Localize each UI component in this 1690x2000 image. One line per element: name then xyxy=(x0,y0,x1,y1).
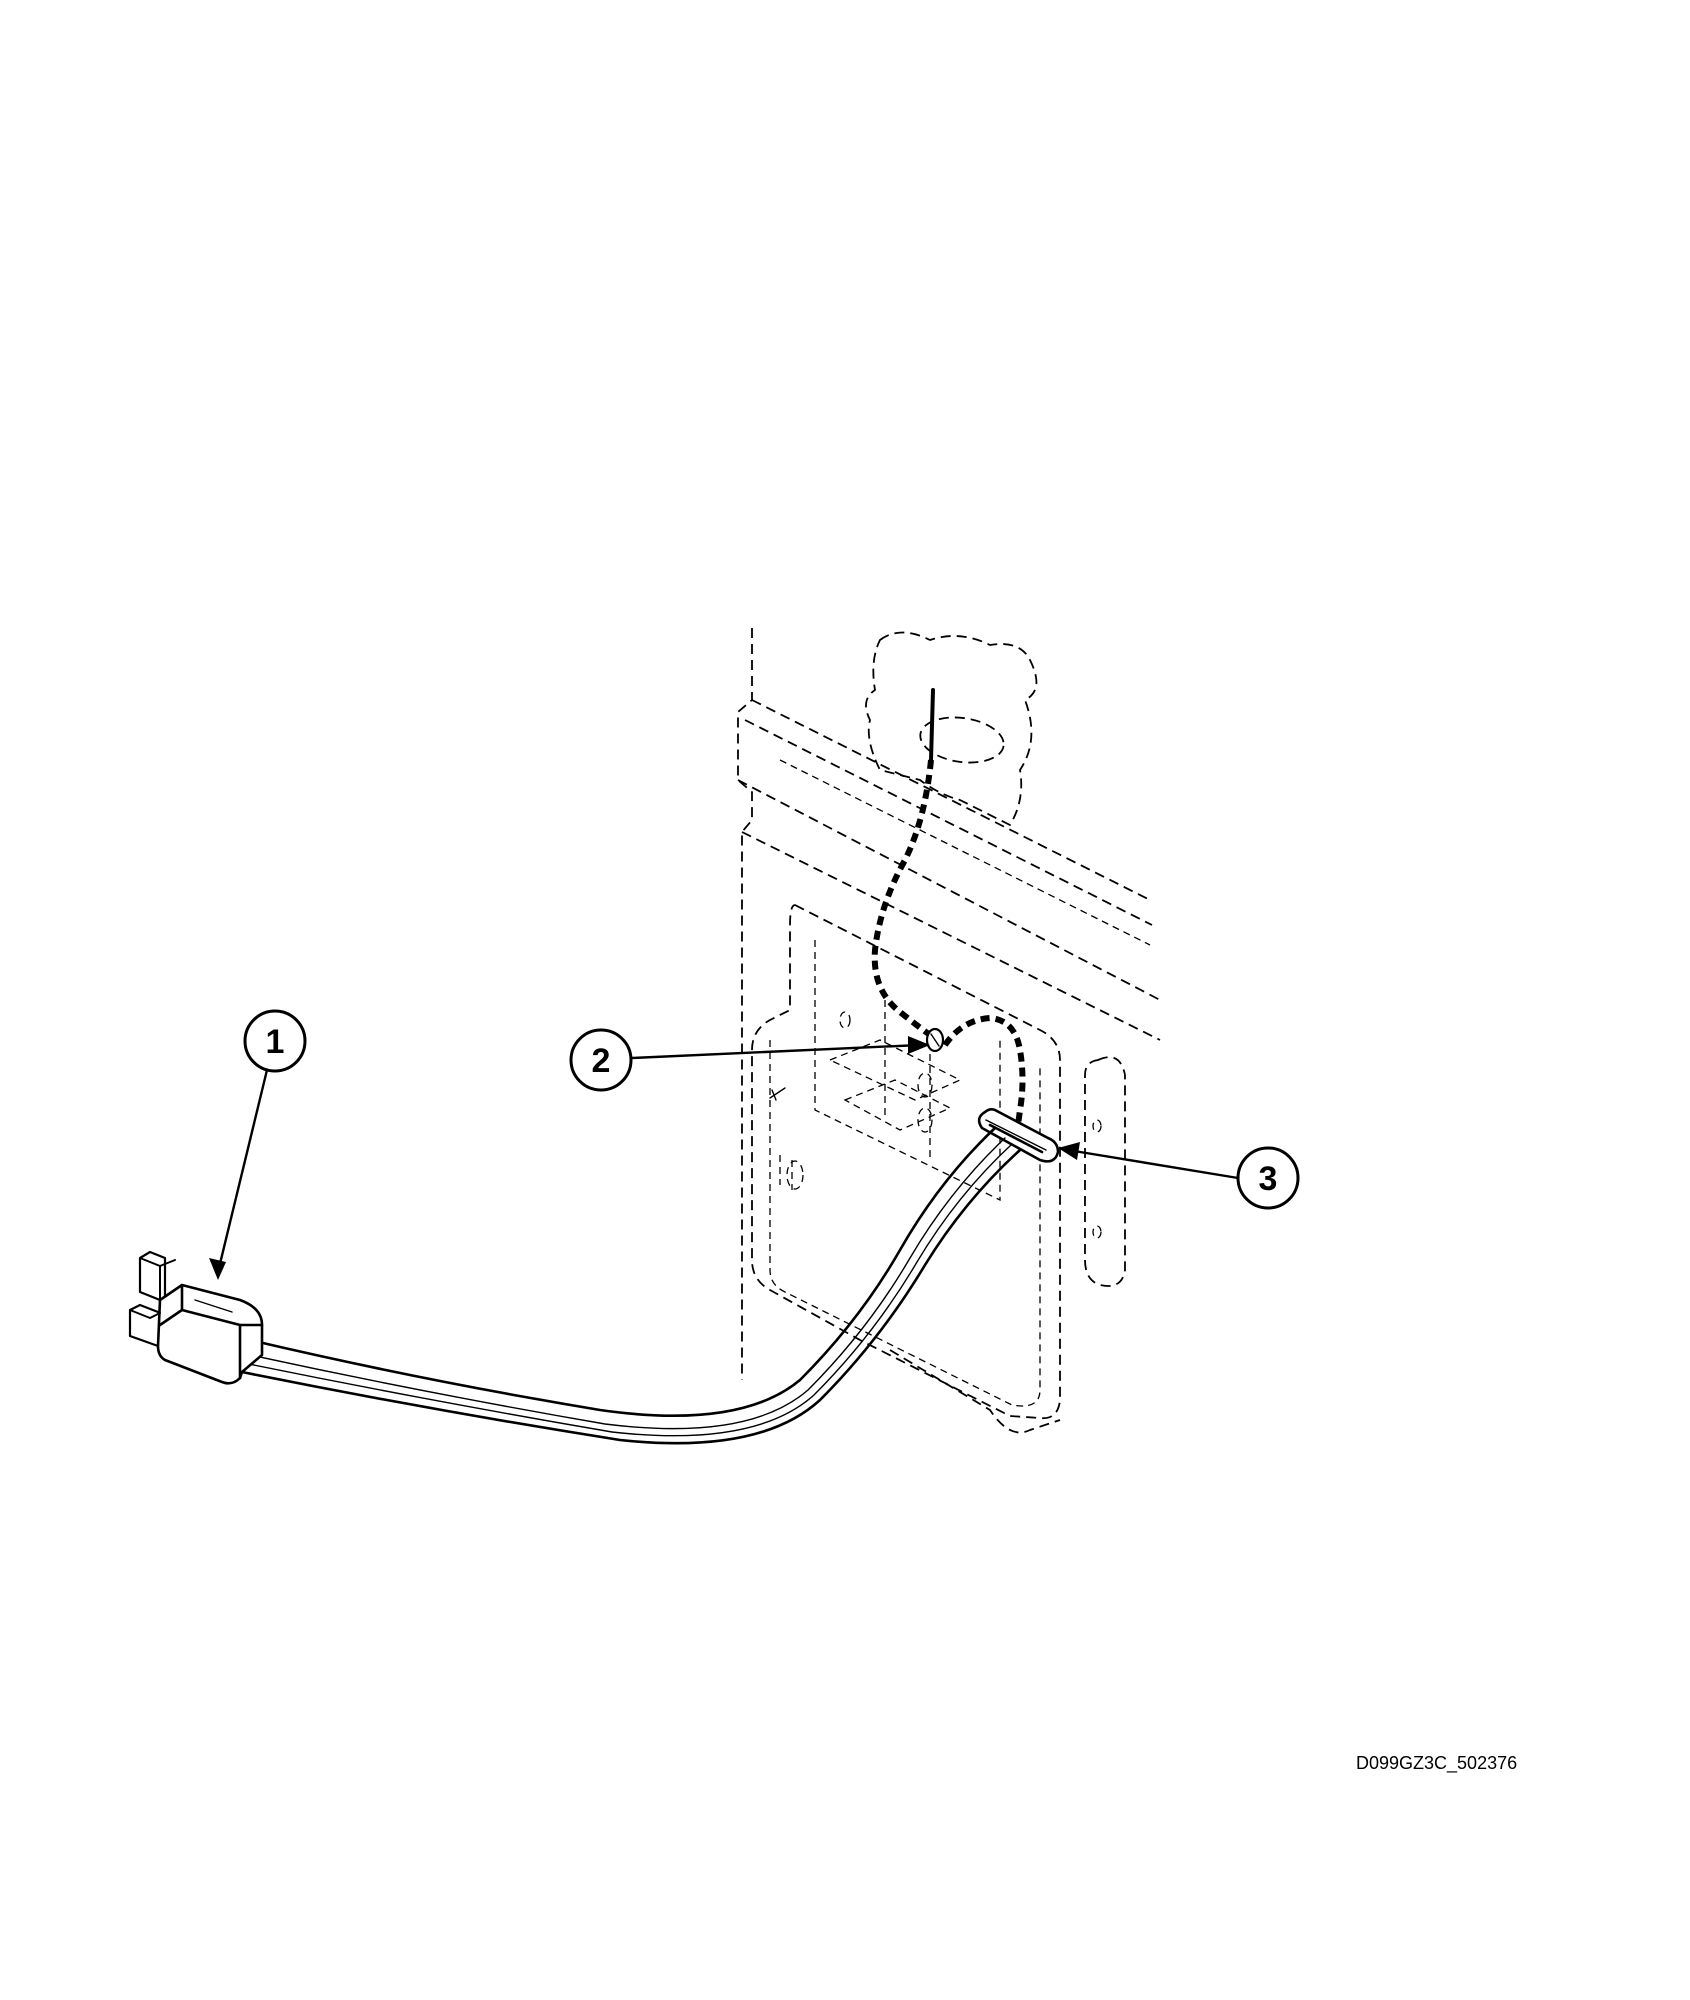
arrow-2 xyxy=(908,1036,930,1054)
callout-2: 2 xyxy=(569,1028,633,1092)
terminal-screw xyxy=(925,1027,945,1053)
leader-lines xyxy=(209,1036,1239,1280)
callout-3: 3 xyxy=(1236,1146,1300,1210)
arrow-3 xyxy=(1058,1142,1080,1160)
plug xyxy=(128,1250,264,1385)
power-cord xyxy=(240,1126,1022,1445)
callout-1: 1 xyxy=(243,1009,307,1073)
callout-2-label: 2 xyxy=(592,1042,611,1080)
drawing-code: D099GZ3C_502376 xyxy=(1356,1753,1518,1773)
cabinet-outline xyxy=(737,628,1161,1434)
arrow-1 xyxy=(209,1258,226,1280)
callout-1-label: 1 xyxy=(266,1023,285,1061)
internal-wire xyxy=(871,688,1026,1126)
callout-3-label: 3 xyxy=(1259,1160,1278,1198)
strain-relief-grommet xyxy=(977,1108,1060,1163)
